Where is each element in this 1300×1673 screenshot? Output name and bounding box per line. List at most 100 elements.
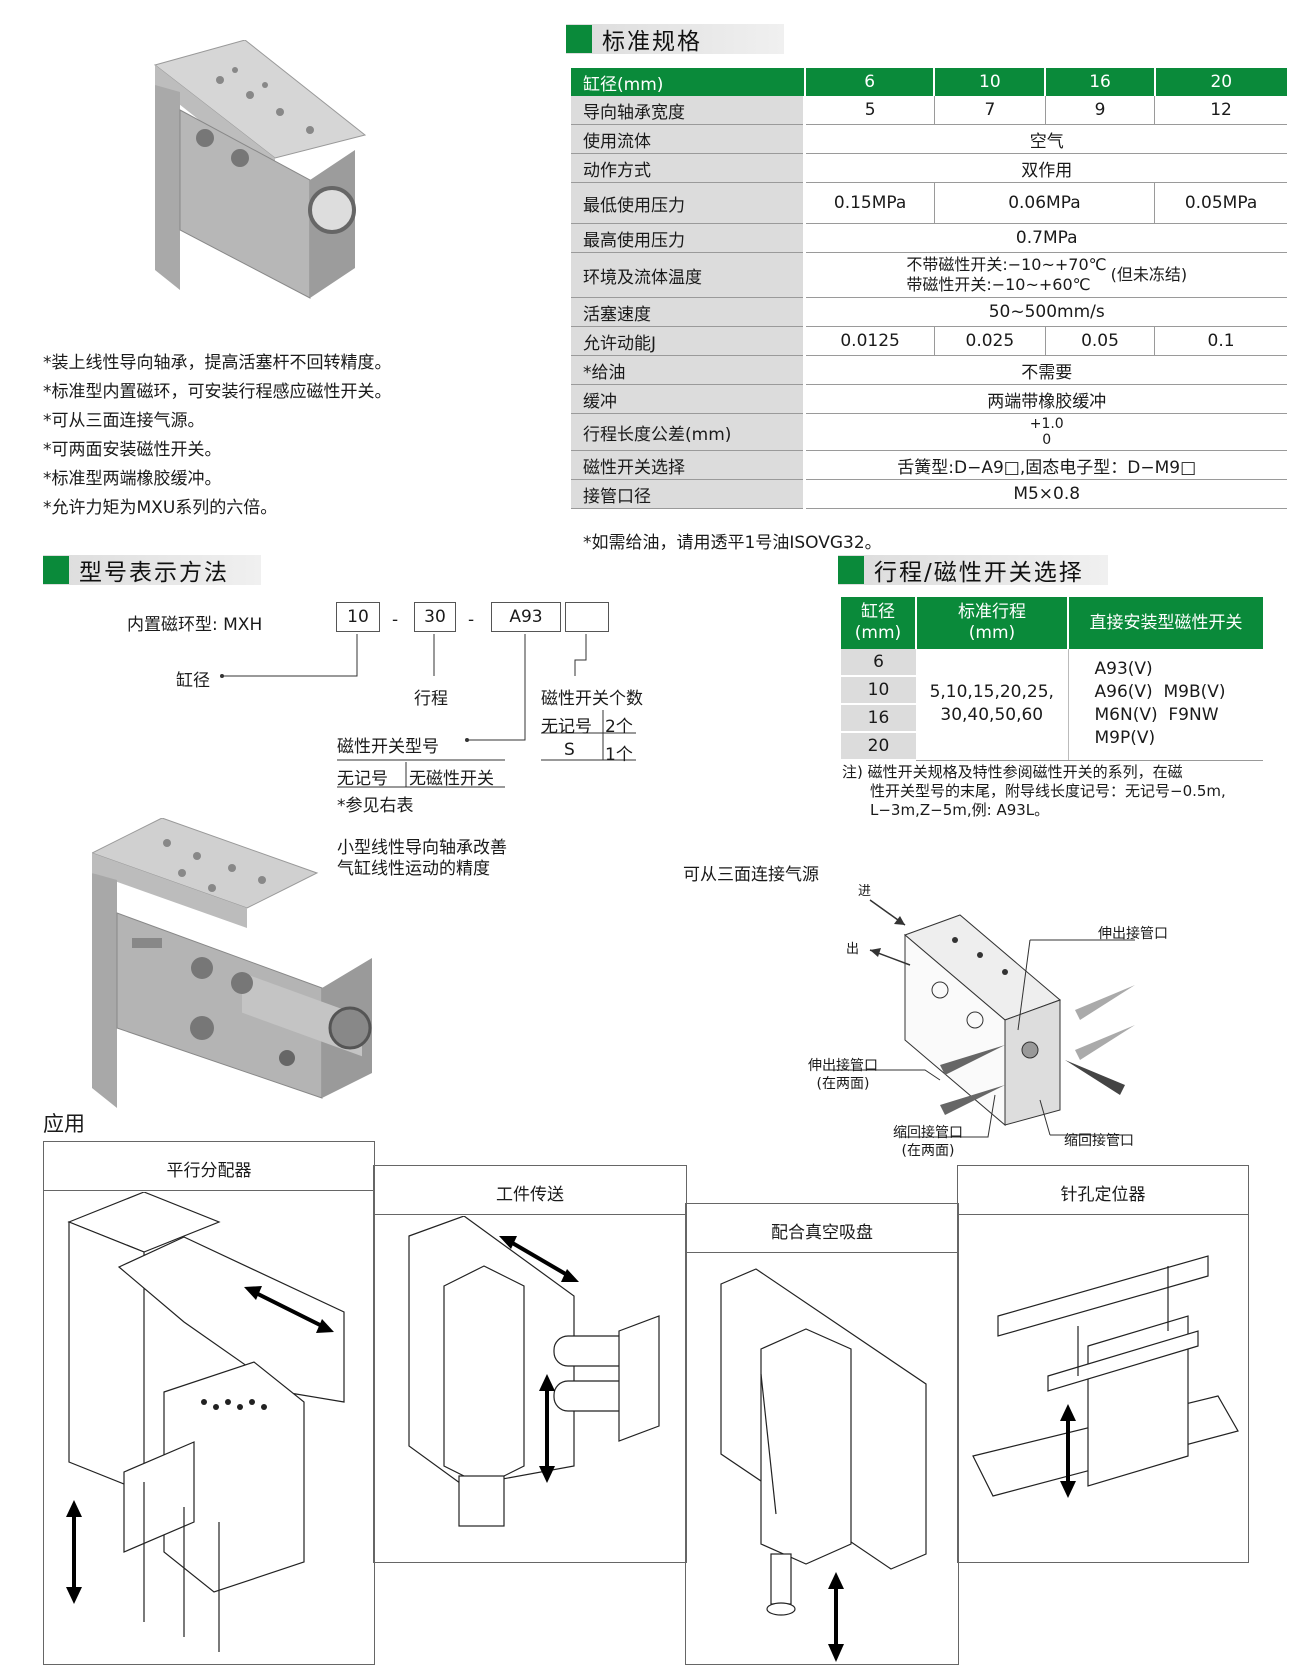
table-cell: 0.05MPa <box>1154 182 1287 224</box>
product-photo-bottom <box>90 817 382 1108</box>
note-line: 注) 磁性开关规格及特性参阅磁性开关的系列，在磁 <box>842 763 1183 781</box>
temp-note: (但未冻结) <box>1110 265 1188 284</box>
applications-title: 应用 <box>43 1112 85 1136</box>
note-line: 性开关型号的末尾，附导线长度记号：无记号−0.5m, <box>870 782 1226 800</box>
table-cell: 12 <box>1154 96 1287 125</box>
table-cell: 接管口径 <box>571 479 807 509</box>
app-parallel-distributor: 平行分配器 <box>43 1141 375 1665</box>
table-cell: A93(V) A96(V) M9B(V) M6N(V) F9NW M9P(V) <box>1068 649 1263 761</box>
table-cell: 最高使用压力 <box>571 223 807 253</box>
table-cell: 6 <box>841 649 916 677</box>
table-cell: 环境及流体温度 <box>571 252 807 298</box>
table-cell: 0.06MPa <box>934 182 1156 224</box>
model-prefix: 内置磁环型: MXH <box>127 615 263 635</box>
stroke-values: 5,10,15,20,25, <box>929 682 1054 703</box>
table-cell: 舌簧型:D−A9□,固态电子型：D−M9□ <box>804 450 1287 480</box>
label-line: (在两面) <box>901 1143 955 1159</box>
count-key: S <box>564 740 575 760</box>
table-row: 活塞速度 50~500mm/s <box>571 297 1287 327</box>
table-cell: 动作方式 <box>571 153 807 183</box>
stroke-title-text: 行程/磁性开关选择 <box>874 560 1084 586</box>
switch-code-box: A93 <box>491 602 561 632</box>
spec-note: *如需给油，请用透平1号油ISOVG32。 <box>583 533 882 553</box>
switch-type-title: 磁性开关型号 <box>337 737 439 757</box>
switch-count-box <box>565 602 609 632</box>
table-cell: 5,10,15,20,25, 30,40,50,60 <box>916 649 1069 761</box>
table-row: 10 <box>841 676 1263 705</box>
table-row: 导向轴承宽度 5 7 9 12 <box>571 96 1287 125</box>
table-row: 允许动能J 0.0125 0.025 0.05 0.1 <box>571 326 1287 356</box>
app-caption: 工件传送 <box>496 1185 564 1205</box>
header-text: (mm) <box>854 623 902 643</box>
section-marker-icon <box>43 556 69 584</box>
table-cell: 缸径(mm) <box>571 68 806 96</box>
switch-option: M6N(V) F9NW <box>1094 705 1219 726</box>
app-vacuum-pad: 配合真空吸盘 <box>685 1203 959 1665</box>
stroke-label: 行程 <box>414 689 448 709</box>
table-cell: 两端带橡胶缓冲 <box>804 384 1287 414</box>
table-cell: 0.025 <box>934 326 1046 356</box>
count-val: 2个 <box>605 717 633 737</box>
header-text: (mm) <box>968 623 1016 643</box>
table-row: 缓冲 两端带橡胶缓冲 <box>571 384 1287 414</box>
table-row: 最低使用压力 0.15MPa 0.06MPa 0.05MPa <box>571 182 1287 224</box>
table-row: 20 <box>841 732 1263 761</box>
ports-diagram <box>830 899 1135 1138</box>
table-cell: 空气 <box>804 124 1287 154</box>
table-cell: 20 <box>1154 68 1287 96</box>
app-caption: 平行分配器 <box>166 1161 252 1181</box>
table-cell: +1.0 0 <box>804 413 1287 451</box>
table-cell: 双作用 <box>804 153 1287 183</box>
table-cell: 直接安装型磁性开关 <box>1068 597 1263 649</box>
switch-option: A93(V) <box>1094 659 1153 680</box>
table-cell: 5 <box>804 96 935 125</box>
table-row: 缸径(mm) 6 10 16 20 <box>571 68 1287 96</box>
feature-item: *标准型两端橡胶缓冲。 <box>43 469 222 489</box>
temp-line: 带磁性开关:−10~+60℃ <box>906 275 1091 294</box>
extend-port-right-label: 伸出接管口 <box>1098 926 1168 942</box>
table-row: 使用流体 空气 <box>571 124 1287 154</box>
table-row: 最高使用压力 0.7MPa <box>571 223 1287 253</box>
model-title-text: 型号表示方法 <box>79 560 229 586</box>
dash: - <box>468 610 475 630</box>
stroke-note: 注) 磁性开关规格及特性参阅磁性开关的系列，在磁 性开关型号的末尾，附导线长度记… <box>842 763 1226 820</box>
stroke-values: 30,40,50,60 <box>940 705 1044 726</box>
header-text: 标准行程 <box>958 602 1026 622</box>
app-caption: 针孔定位器 <box>1060 1185 1146 1205</box>
product-photo-top <box>150 39 370 300</box>
model-section-title: 型号表示方法 <box>43 555 261 586</box>
note-line: L−3m,Z−5m,例: A93L。 <box>870 801 1050 819</box>
switch-count-title: 磁性开关个数 <box>541 689 643 709</box>
table-cell: 行程长度公差(mm) <box>571 413 807 451</box>
spec-title-text: 标准规格 <box>602 29 702 55</box>
table-cell: 导向轴承宽度 <box>571 96 807 125</box>
switch-type-key: 无记号 <box>337 769 388 789</box>
extend-port-left-label: 伸出接管口(在两面) <box>808 1057 878 1093</box>
header-text: 缸径 <box>861 602 895 622</box>
table-cell: 0.05 <box>1045 326 1156 356</box>
switch-option: M9P(V) <box>1094 728 1156 749</box>
table-cell: 7 <box>934 96 1046 125</box>
table-cell: 缓冲 <box>571 384 807 414</box>
table-cell: 不需要 <box>804 355 1287 385</box>
table-cell: 6 <box>804 68 936 96</box>
table-cell: 磁性开关选择 <box>571 450 807 480</box>
section-marker-icon <box>838 556 864 584</box>
table-cell: 10 <box>841 676 916 705</box>
table-cell: 10 <box>934 68 1047 96</box>
count-key: 无记号 <box>541 717 592 737</box>
table-cell: M5×0.8 <box>804 479 1287 509</box>
table-cell: 缸径(mm) <box>841 597 917 649</box>
table-row: *给油 不需要 <box>571 355 1287 385</box>
stroke-section-title: 行程/磁性开关选择 <box>838 555 1108 586</box>
model-leader-lines <box>220 634 636 788</box>
port-in-label: 进 <box>858 884 872 899</box>
table-row: 行程长度公差(mm) +1.0 0 <box>571 413 1287 451</box>
port-out-label: 出 <box>846 942 860 957</box>
temp-line: 不带磁性开关:−10~+70℃ <box>906 255 1107 274</box>
label-line: 缩回接管口 <box>893 1125 963 1141</box>
table-cell: 使用流体 <box>571 124 807 154</box>
tolerance-upper: +1.0 <box>1029 416 1064 432</box>
feature-item: *可两面安装磁性开关。 <box>43 440 222 460</box>
